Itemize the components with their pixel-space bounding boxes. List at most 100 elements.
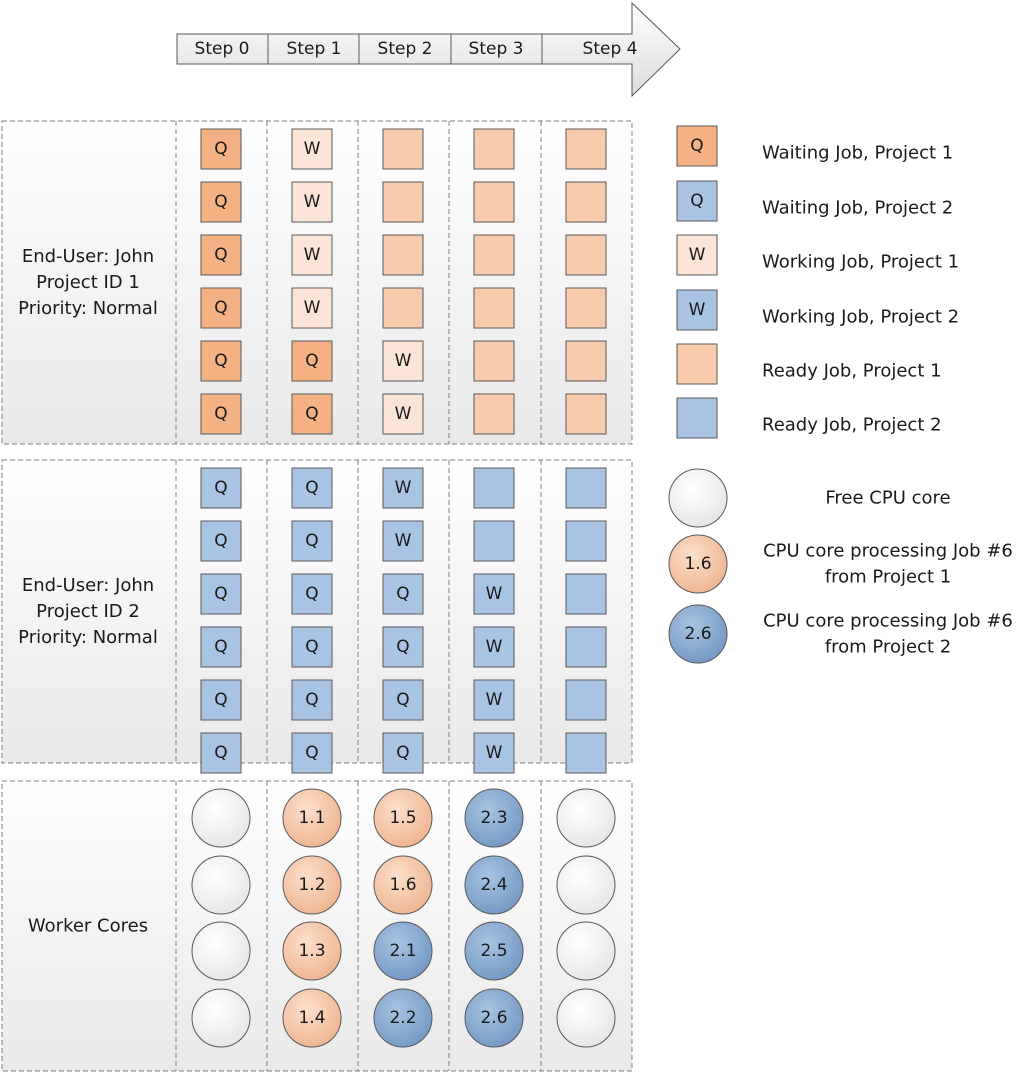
job-symbol: W — [304, 298, 321, 318]
job-square-ready-project-1 — [565, 340, 607, 382]
cpu-core-busy-project-1 — [282, 788, 342, 848]
job-square-working-project-1 — [291, 181, 333, 223]
job-symbol: Q — [396, 743, 409, 763]
job-symbol: Q — [214, 584, 227, 604]
legend-core-free — [668, 468, 728, 528]
cpu-core-label: 1.1 — [298, 808, 325, 828]
cpu-core-label: 2.3 — [480, 808, 507, 828]
job-symbol: Q — [214, 743, 227, 763]
legend-label: Waiting Job, Project 1 — [762, 143, 953, 164]
cpu-core-free — [556, 921, 616, 981]
job-square-ready-project-1 — [473, 128, 515, 170]
job-square-waiting-project-2 — [291, 732, 333, 774]
panel-label-line: End-User: John — [22, 575, 154, 596]
cpu-core-busy-project-2 — [464, 855, 524, 915]
job-symbol: W — [486, 690, 503, 710]
job-square-ready-project-2 — [565, 467, 607, 509]
legend-swatch-working-project-1 — [676, 234, 718, 276]
job-square-ready-project-1 — [382, 128, 424, 170]
cpu-core-label: 2.4 — [480, 875, 507, 895]
legend-core-label: 2.6 — [684, 624, 711, 644]
job-symbol: Q — [214, 531, 227, 551]
cpu-core-free — [191, 921, 251, 981]
job-symbol: Q — [214, 478, 227, 498]
job-square-ready-project-2 — [565, 520, 607, 562]
job-square-waiting-project-2 — [291, 573, 333, 615]
cpu-core-busy-project-1 — [282, 855, 342, 915]
job-square-waiting-project-2 — [200, 467, 242, 509]
legend-label: Working Job, Project 2 — [762, 307, 959, 328]
job-square-ready-project-2 — [565, 679, 607, 721]
panel-label-line: Project ID 2 — [36, 601, 140, 622]
job-symbol: W — [395, 351, 412, 371]
cpu-core-label: 1.6 — [389, 875, 416, 895]
job-symbol: Q — [305, 690, 318, 710]
job-square-waiting-project-1 — [291, 340, 333, 382]
cpu-core-label: 1.4 — [298, 1008, 325, 1028]
job-symbol: W — [304, 139, 321, 159]
cpu-core-busy-project-2 — [464, 788, 524, 848]
legend-core-text: CPU core processing Job #6 — [763, 611, 1013, 632]
job-square-ready-project-1 — [473, 234, 515, 276]
job-symbol: Q — [214, 351, 227, 371]
job-symbol: Q — [305, 404, 318, 424]
job-square-ready-project-1 — [565, 393, 607, 435]
legend-core-label: 1.6 — [684, 554, 711, 574]
job-symbol: W — [395, 478, 412, 498]
job-symbol: Q — [305, 743, 318, 763]
job-square-waiting-project-2 — [382, 573, 424, 615]
job-square-waiting-project-1 — [291, 393, 333, 435]
cpu-core-label: 1.3 — [298, 941, 325, 961]
legend-swatch-ready-project-1 — [676, 343, 718, 385]
job-symbol: Q — [214, 139, 227, 159]
job-symbol: Q — [214, 245, 227, 265]
cpu-core-label: 2.5 — [480, 941, 507, 961]
job-symbol: W — [304, 192, 321, 212]
job-square-waiting-project-2 — [200, 573, 242, 615]
step-label-0: Step 0 — [195, 39, 250, 59]
job-symbol: W — [486, 743, 503, 763]
job-symbol: Q — [396, 690, 409, 710]
legend-label: Waiting Job, Project 2 — [762, 198, 953, 219]
job-square-working-project-1 — [382, 393, 424, 435]
job-square-working-project-2 — [382, 467, 424, 509]
job-symbol: Q — [305, 351, 318, 371]
job-square-working-project-2 — [473, 626, 515, 668]
legend-core-text: CPU core processing Job #6 — [763, 541, 1013, 562]
panel-label-line: Priority: Normal — [18, 298, 158, 319]
cpu-core-label: 1.5 — [389, 808, 416, 828]
legend-swatch-symbol: W — [689, 245, 706, 265]
step-label-3: Step 3 — [469, 39, 524, 59]
job-square-waiting-project-1 — [200, 128, 242, 170]
legend-core-busy-project-1 — [668, 534, 728, 594]
job-symbol: Q — [396, 584, 409, 604]
cpu-core-busy-project-2 — [373, 921, 433, 981]
job-square-ready-project-1 — [382, 287, 424, 329]
legend-swatch-symbol: W — [689, 300, 706, 320]
cpu-core-label: 1.2 — [298, 875, 325, 895]
job-square-waiting-project-1 — [200, 393, 242, 435]
cpu-core-free — [556, 988, 616, 1048]
legend-core-text: Free CPU core — [825, 488, 950, 509]
job-square-waiting-project-2 — [382, 626, 424, 668]
job-square-waiting-project-1 — [200, 287, 242, 329]
job-square-ready-project-1 — [565, 234, 607, 276]
legend-swatch-symbol: Q — [690, 191, 703, 211]
job-square-ready-project-1 — [473, 181, 515, 223]
legend-label: Ready Job, Project 1 — [762, 361, 942, 382]
job-square-waiting-project-2 — [291, 467, 333, 509]
legend-swatch-waiting-project-1 — [676, 125, 718, 167]
job-square-ready-project-2 — [473, 520, 515, 562]
cpu-core-free — [556, 855, 616, 915]
cpu-core-label: 2.6 — [480, 1008, 507, 1028]
cpu-core-busy-project-1 — [373, 788, 433, 848]
job-symbol: Q — [305, 531, 318, 551]
step-label-2: Step 2 — [378, 39, 433, 59]
job-square-working-project-2 — [382, 520, 424, 562]
job-symbol: Q — [214, 404, 227, 424]
job-symbol: Q — [214, 690, 227, 710]
